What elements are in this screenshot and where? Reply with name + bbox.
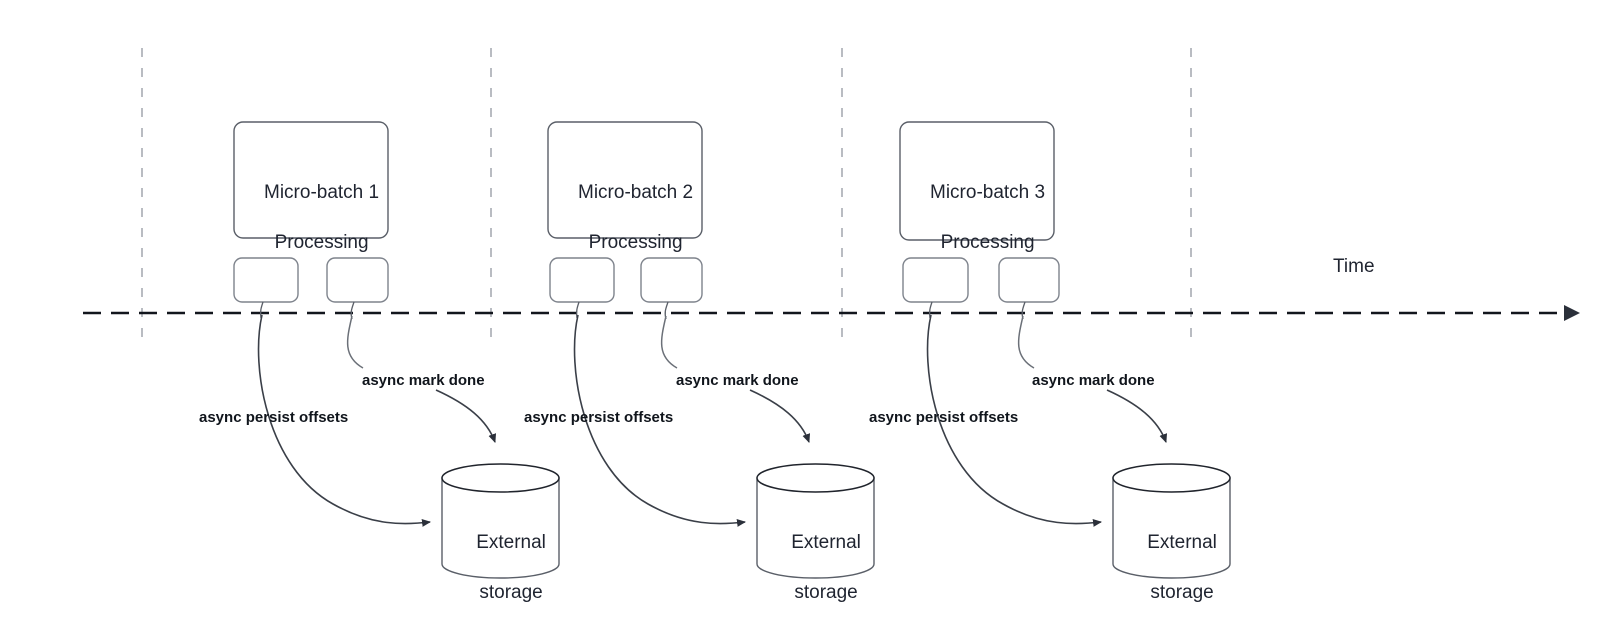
task-box-1b[interactable] xyxy=(326,257,389,303)
micro-batch-2-box[interactable] xyxy=(547,121,703,239)
async-mark-done-label-2: async mark done xyxy=(676,372,799,389)
async-mark-done-edge-2-upper xyxy=(660,315,678,369)
async-mark-done-edge-1-upper xyxy=(346,315,364,369)
task-box-3b[interactable] xyxy=(998,257,1060,303)
task-box-3a-stub xyxy=(928,301,933,319)
task-box-2b[interactable] xyxy=(640,257,703,303)
group-2 xyxy=(547,121,875,579)
time-axis xyxy=(83,305,1580,321)
time-axis-arrowhead xyxy=(1564,305,1580,321)
async-mark-done-edge-2-lower xyxy=(749,389,811,443)
external-storage-3[interactable] xyxy=(1112,463,1231,579)
task-box-1a-stub xyxy=(259,301,264,319)
async-persist-offsets-label-3: async persist offsets xyxy=(869,409,1019,426)
time-axis-label: Time xyxy=(1333,256,1375,277)
external-storage-1[interactable] xyxy=(441,463,560,579)
async-mark-done-edge-1-lower xyxy=(435,389,497,443)
async-persist-offsets-edge-2 xyxy=(573,314,746,527)
async-persist-offsets-edge-3 xyxy=(926,314,1102,527)
async-persist-offsets-edge-1 xyxy=(257,314,431,527)
separator-lines xyxy=(141,48,1192,341)
micro-batch-1-box[interactable] xyxy=(233,121,389,239)
task-box-1a[interactable] xyxy=(233,257,299,303)
group-3 xyxy=(899,121,1231,579)
async-persist-offsets-label-2: async persist offsets xyxy=(524,409,674,426)
async-mark-done-edge-3-lower xyxy=(1106,389,1168,443)
task-box-3a[interactable] xyxy=(902,257,969,303)
group-1 xyxy=(233,121,560,579)
micro-batch-3-box[interactable] xyxy=(899,121,1055,241)
task-box-2a[interactable] xyxy=(549,257,615,303)
async-mark-done-label-3: async mark done xyxy=(1032,372,1155,389)
async-mark-done-label-1: async mark done xyxy=(362,372,485,389)
external-storage-2[interactable] xyxy=(756,463,875,579)
async-mark-done-edge-3-upper xyxy=(1017,315,1035,369)
async-persist-offsets-label-1: async persist offsets xyxy=(199,409,349,426)
task-box-2a-stub xyxy=(575,301,580,319)
